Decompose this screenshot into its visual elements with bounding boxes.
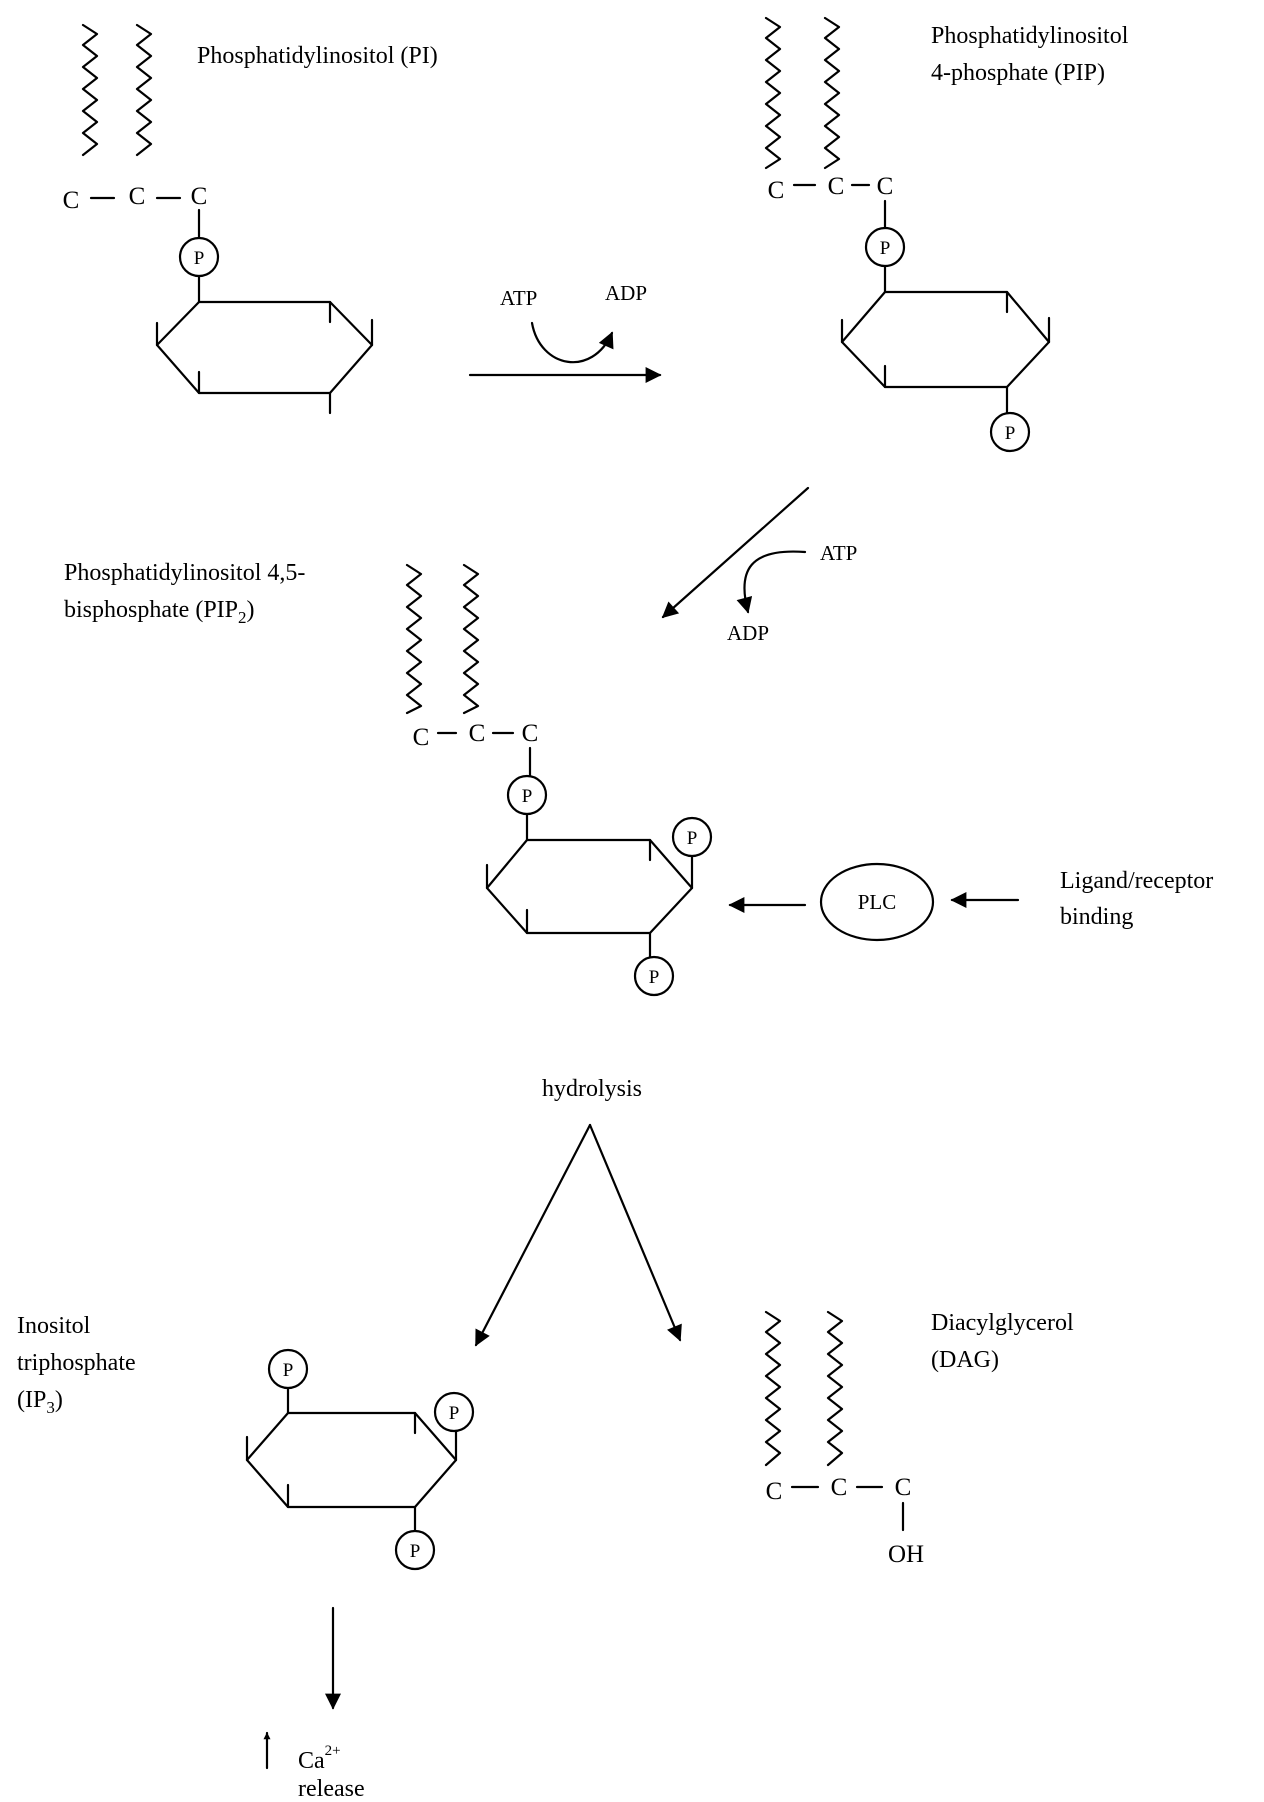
fatty-acid-chain	[462, 563, 480, 715]
hydroxyl-label: OH	[888, 1541, 924, 1568]
dag-label-line2: (DAG)	[931, 1347, 999, 1373]
ligand-label-line2: binding	[1060, 904, 1133, 930]
plc-activation: PLC Ligand/receptor binding	[728, 862, 1213, 942]
atp-label: ATP	[820, 541, 857, 565]
ligand-label-line1: Ligand/receptor	[1060, 868, 1213, 894]
to-dag-arrow	[588, 1123, 682, 1342]
inositol-ring	[245, 1411, 458, 1509]
pip2-label-line1: Phosphatidylinositol 4,5-	[64, 560, 305, 586]
carbon-atom: C	[895, 1474, 912, 1501]
atp-adp-curved-arrow	[736, 550, 807, 614]
carbon-atom: C	[766, 1478, 783, 1505]
pip2-molecule: C C C P P P Phosphatidylinositol 4,5- bi…	[64, 560, 713, 997]
pip2-label-line2: bisphosphate (PIP2)	[64, 597, 255, 627]
phosphorylation-step-2: ATP ADP	[661, 486, 857, 645]
ip3-label-line2: triphosphate	[17, 1350, 136, 1376]
fatty-acid-chain	[135, 23, 153, 157]
hydrolysis-label: hydrolysis	[542, 1076, 642, 1102]
atp-label: ATP	[500, 286, 537, 310]
carbon-atom: C	[768, 177, 785, 204]
inositol-ring	[485, 838, 694, 935]
carbon-atom: C	[129, 183, 146, 210]
fatty-acid-chain	[826, 1310, 844, 1467]
phosphate-label: P	[449, 1403, 460, 1424]
to-ip3-arrow	[474, 1123, 592, 1347]
pip-label-line2: 4-phosphate (PIP)	[931, 60, 1105, 86]
phosphate-label: P	[522, 786, 533, 807]
phosphate-circle	[433, 1391, 475, 1433]
plc-label: PLC	[858, 890, 897, 914]
carbon-atom: C	[469, 720, 486, 747]
carbon-atom: C	[828, 173, 845, 200]
phosphate-circle	[633, 955, 675, 997]
carbon-atom: C	[831, 1474, 848, 1501]
inositol-ring	[840, 290, 1051, 389]
fatty-acid-chain	[764, 16, 782, 170]
carbon-atom: C	[522, 720, 539, 747]
ip3-label-line3: (IP3)	[17, 1387, 63, 1417]
adp-label: ADP	[605, 281, 647, 305]
pip-molecule: C C C P P Phosphatidylinositol 4-phospha…	[764, 16, 1129, 453]
phosphate-circle	[671, 816, 713, 858]
adp-label: ADP	[727, 621, 769, 645]
plc-enzyme	[819, 862, 935, 942]
phosphate-label: P	[880, 238, 891, 259]
phosphate-label: P	[410, 1541, 421, 1562]
phosphate-label: P	[283, 1360, 294, 1381]
phosphorylation-step-1: ATP ADP	[468, 281, 662, 383]
fatty-acid-chain	[405, 563, 423, 715]
carbon-atom: C	[63, 187, 80, 214]
calcium-release: Ca2+ release	[263, 1606, 365, 1802]
release-label: release	[298, 1776, 365, 1802]
phosphate-label: P	[194, 248, 205, 269]
phosphate-circle	[989, 411, 1031, 453]
calcium-label: Ca2+	[298, 1743, 341, 1774]
fatty-acid-chain	[764, 1310, 782, 1467]
ip3-label-line1: Inositol	[17, 1313, 91, 1339]
phosphate-label: P	[649, 967, 660, 988]
dag-molecule: C C C OH Diacylglycerol (DAG)	[764, 1310, 1074, 1568]
carbon-atom: C	[191, 183, 208, 210]
hydrolysis-split: hydrolysis	[474, 1076, 682, 1347]
inositol-ring	[155, 300, 374, 395]
fatty-acid-chain	[823, 16, 841, 170]
reaction-arrow	[661, 486, 810, 619]
carbon-atom: C	[413, 724, 430, 751]
dag-label-line1: Diacylglycerol	[931, 1310, 1074, 1336]
pi-molecule: C C C P Phosphatidylinositol (PI)	[63, 23, 438, 415]
pi-label: Phosphatidylinositol (PI)	[197, 43, 438, 69]
phosphate-label: P	[1005, 423, 1016, 444]
fatty-acid-chain	[81, 23, 99, 157]
phosphate-label: P	[687, 828, 698, 849]
atp-adp-curved-arrow	[530, 321, 614, 364]
pip-label-line1: Phosphatidylinositol	[931, 23, 1129, 49]
phosphate-circle	[394, 1529, 436, 1571]
carbon-atom: C	[877, 173, 894, 200]
ip3-molecule: P P P Inositol triphosphate (IP3)	[17, 1313, 475, 1571]
